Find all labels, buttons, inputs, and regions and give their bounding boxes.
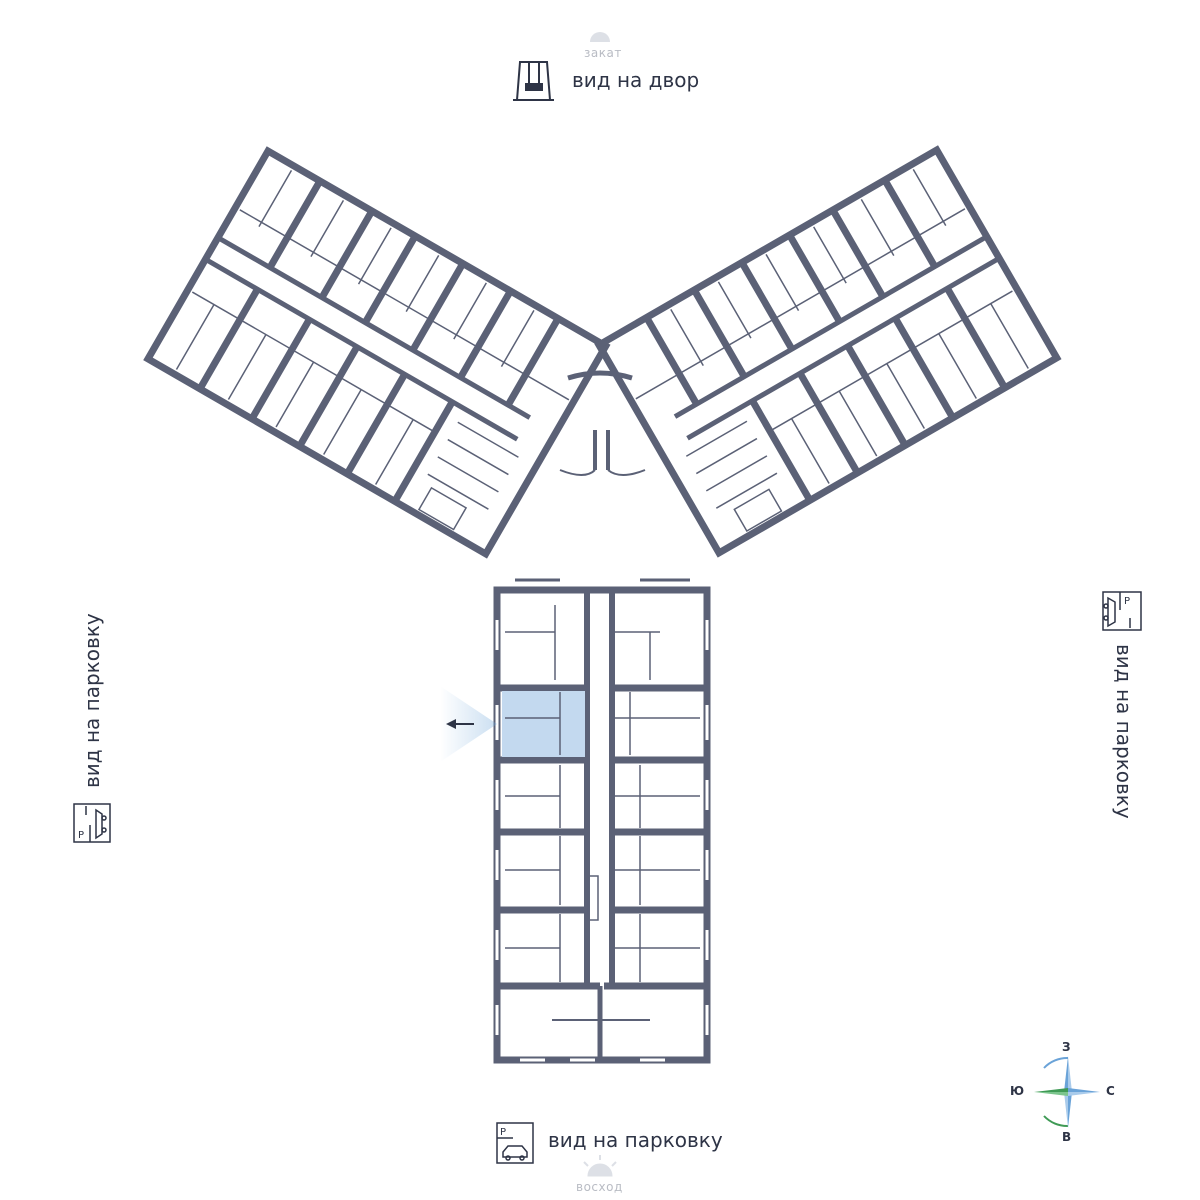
view-arrow-icon xyxy=(446,719,456,729)
northeast-wing xyxy=(594,145,1062,558)
sunrise-label: восход xyxy=(576,1180,623,1194)
parking-icon-left: P xyxy=(73,803,111,843)
view-top-label: вид на двор xyxy=(572,68,700,92)
central-hub xyxy=(515,370,690,582)
swing-icon xyxy=(513,61,554,101)
compass-east-letter: С xyxy=(1106,1084,1115,1098)
view-bottom-label: вид на парковку xyxy=(548,1128,723,1152)
compass-south-letter: В xyxy=(1062,1130,1072,1144)
northwest-wing xyxy=(143,146,611,559)
compass-west-letter: Ю xyxy=(1010,1084,1025,1098)
view-right-label: вид на парковку xyxy=(1112,644,1136,819)
view-direction xyxy=(440,686,497,762)
sunset-label: закат xyxy=(584,46,622,60)
svg-text:P: P xyxy=(1124,596,1130,607)
sunset-icon xyxy=(590,32,610,42)
svg-text:P: P xyxy=(78,830,84,841)
compass-north-letter: З xyxy=(1062,1040,1071,1054)
compass-icon xyxy=(1034,1056,1100,1128)
sunrise-icon xyxy=(583,1155,617,1177)
parking-icon-bottom: P xyxy=(496,1122,534,1164)
svg-text:P: P xyxy=(500,1127,506,1138)
parking-icon-right: P xyxy=(1102,591,1142,631)
south-wing xyxy=(493,586,711,1064)
selected-apartment[interactable] xyxy=(502,691,585,757)
view-left-label: вид на парковку xyxy=(80,613,104,788)
